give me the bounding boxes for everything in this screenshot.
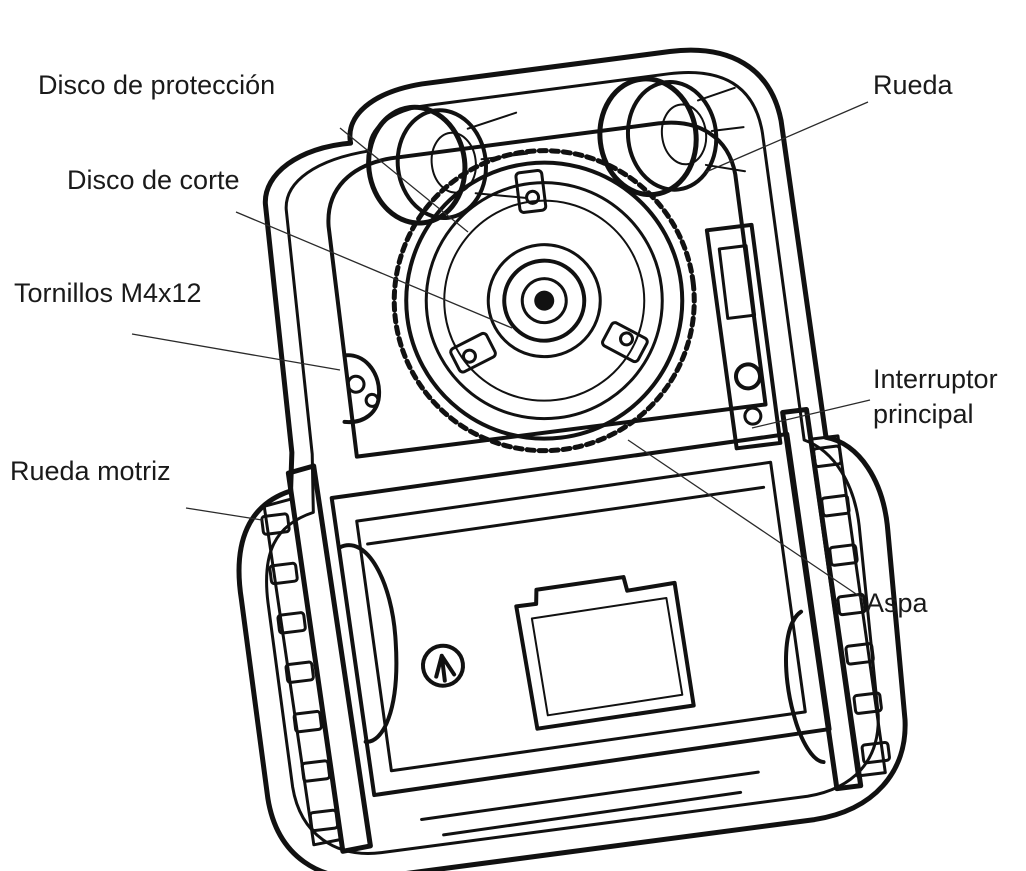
label-wheel: Rueda bbox=[873, 70, 954, 100]
leader-blade bbox=[627, 439, 863, 599]
leader-main-switch bbox=[751, 399, 871, 429]
main-switch-housing bbox=[704, 222, 783, 451]
blade-top bbox=[514, 169, 548, 214]
cutting-disc bbox=[424, 181, 664, 421]
label-blade: Aspa bbox=[866, 588, 929, 618]
battery-cover bbox=[514, 575, 696, 731]
label-main-switch-line2: principal bbox=[873, 399, 974, 429]
battery-compartment bbox=[329, 432, 832, 798]
label-cutting-disc: Disco de corte bbox=[67, 165, 240, 195]
leader-wheel bbox=[705, 101, 869, 173]
leader-lines bbox=[131, 101, 871, 599]
label-screws: Tornillos M4x12 bbox=[14, 278, 202, 308]
rear-wheel-right bbox=[597, 76, 746, 198]
upper-frame bbox=[326, 120, 768, 459]
leader-screws bbox=[131, 333, 341, 371]
drive-wheel-left bbox=[260, 463, 399, 854]
screws-area bbox=[342, 353, 382, 425]
cutting-assembly bbox=[391, 148, 697, 454]
mower-drawing bbox=[236, 47, 908, 871]
leader-drive-wheel bbox=[185, 507, 263, 521]
blade-left bbox=[449, 331, 497, 374]
label-main-switch-line1: Interruptor bbox=[873, 364, 998, 394]
labels: Disco de protección Disco de corte Torni… bbox=[10, 70, 998, 618]
label-drive-wheel: Rueda motriz bbox=[10, 456, 171, 486]
outer-shell bbox=[236, 47, 908, 871]
drive-wheel-right bbox=[780, 407, 891, 792]
label-protection-disc: Disco de protección bbox=[38, 70, 275, 100]
blade-right bbox=[601, 321, 649, 364]
leader-protection-disc bbox=[339, 127, 469, 233]
leader-cutting-disc bbox=[235, 211, 513, 329]
protection-disc-ring bbox=[391, 148, 697, 454]
rear-wheel-left bbox=[366, 104, 529, 226]
inner-shell bbox=[265, 71, 880, 855]
